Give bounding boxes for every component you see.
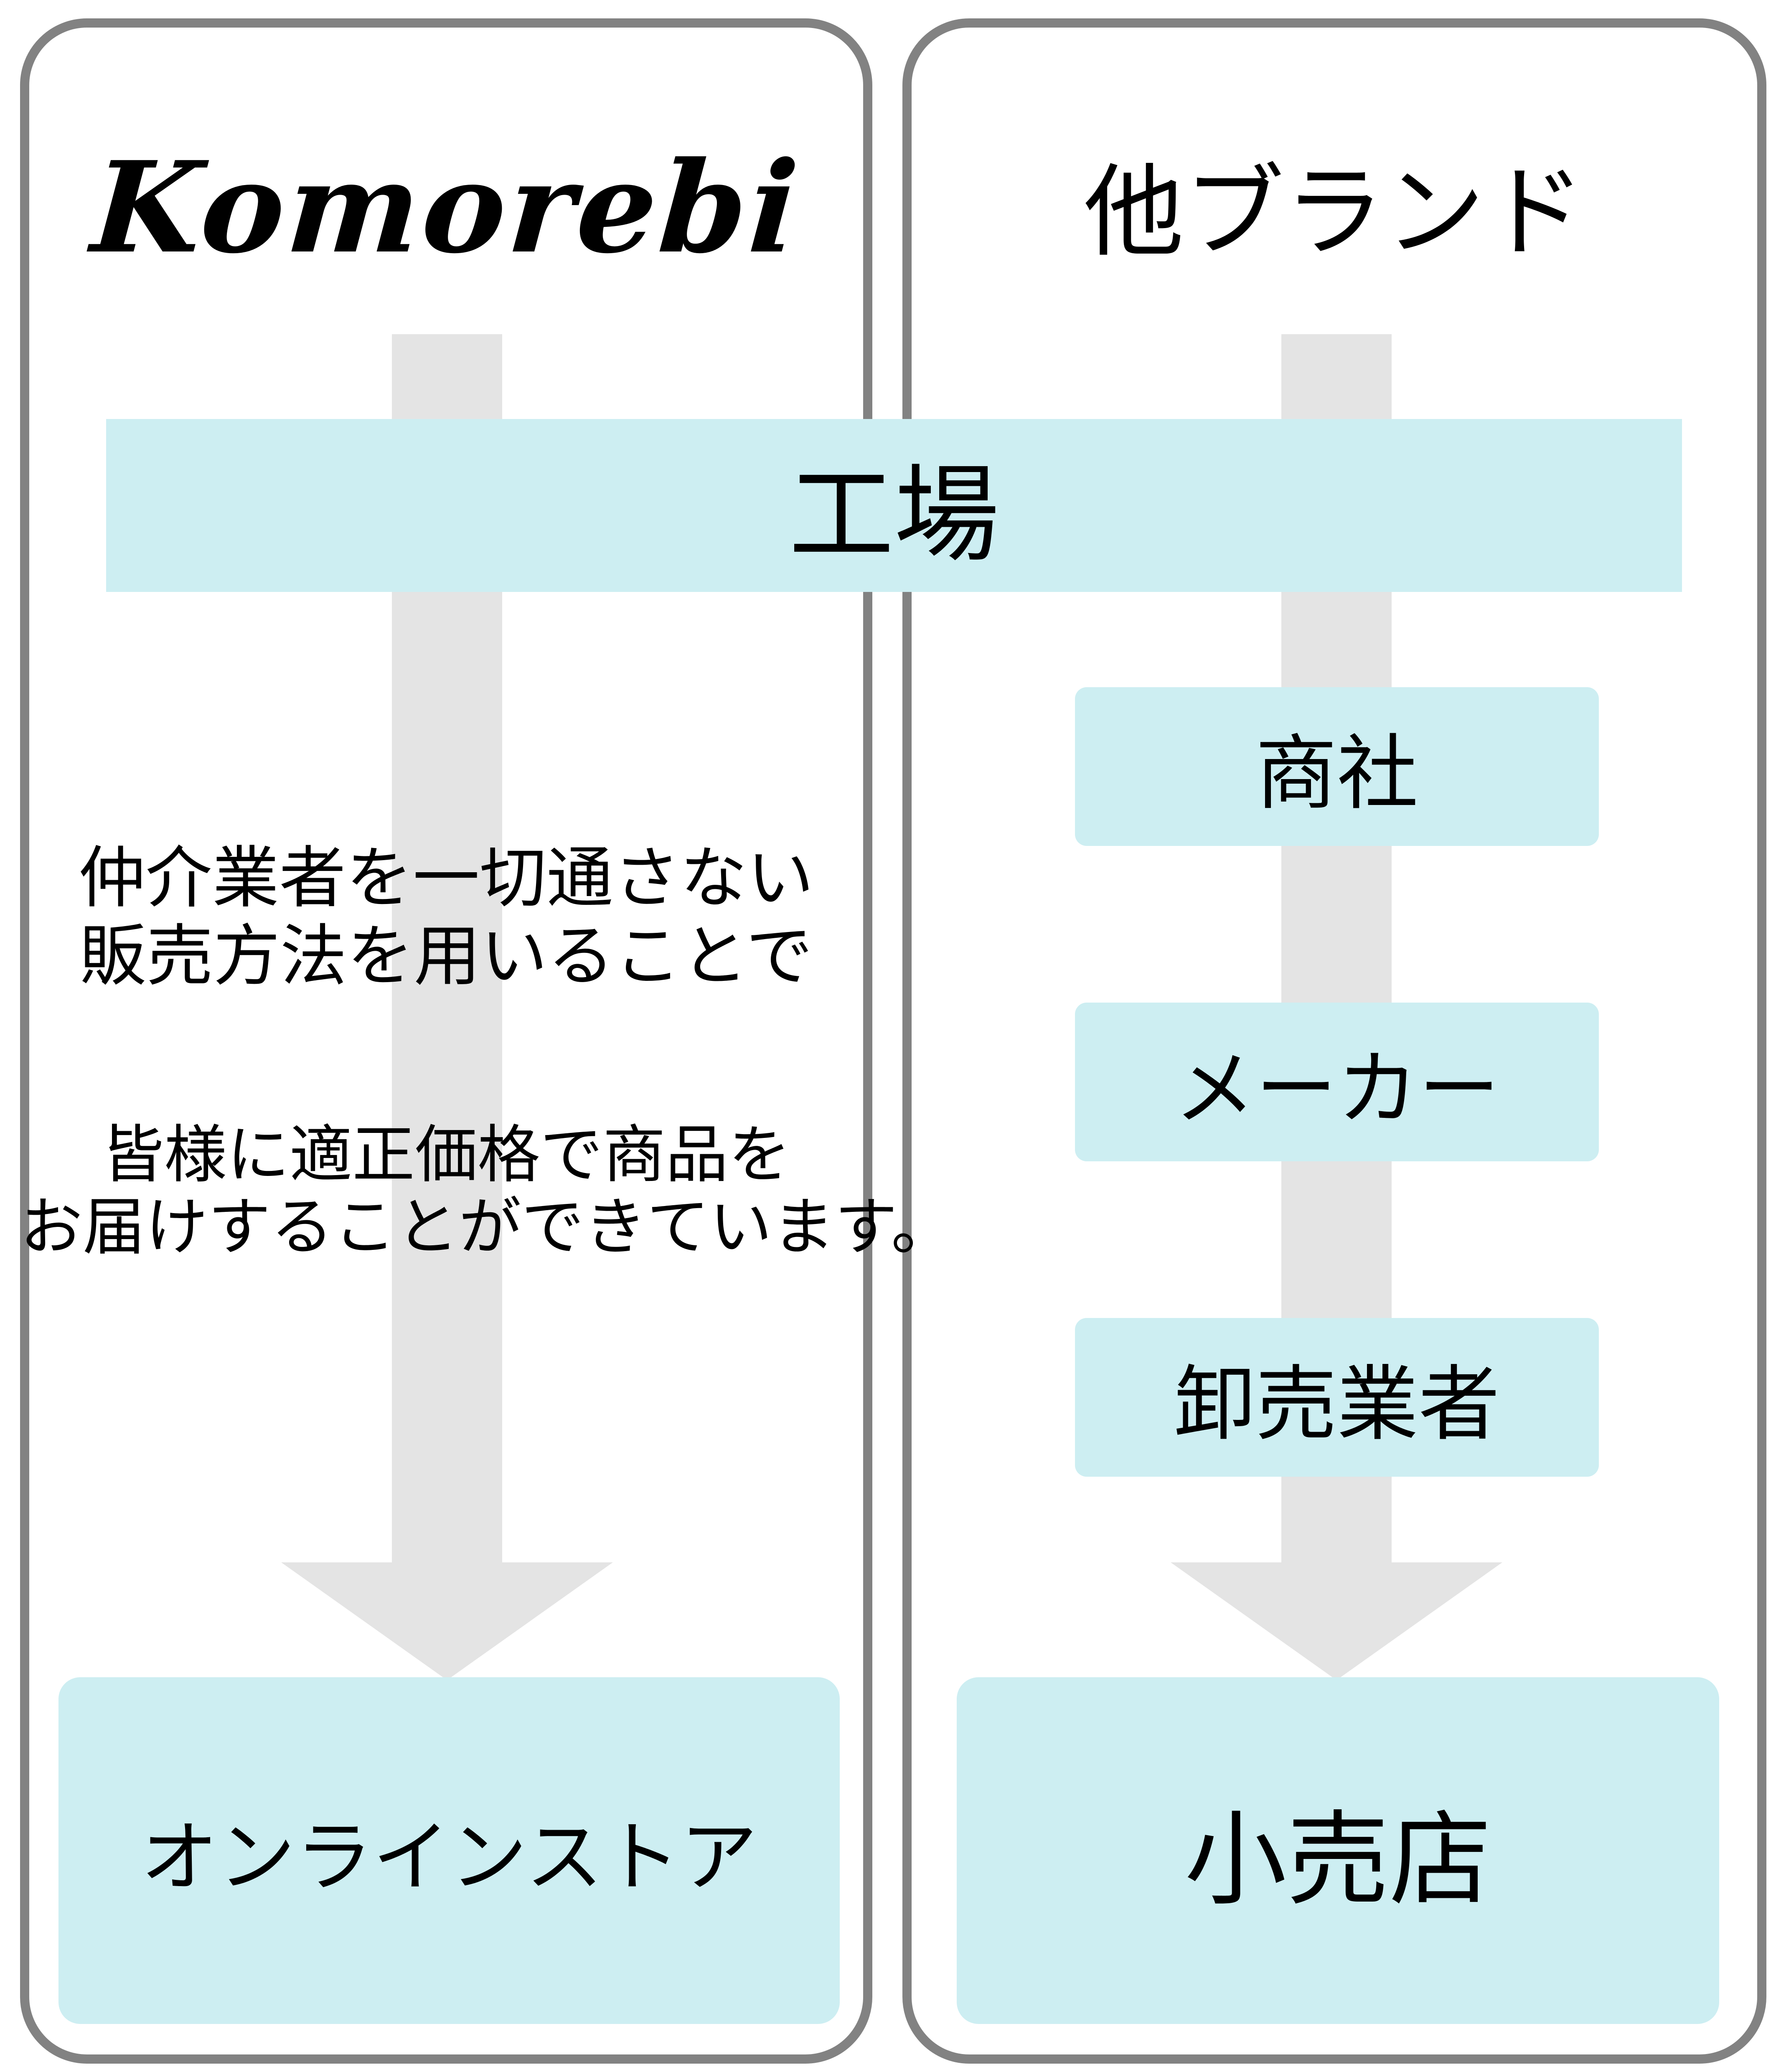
komorebi-note-1-line-1: 仲介業者を一切通さない — [78, 840, 814, 915]
step-box-manufacturer: メーカー — [1075, 1003, 1599, 1161]
step-box-wholesaler: 卸売業者 — [1075, 1318, 1599, 1477]
step-label-wholesaler: 卸売業者 — [1174, 1359, 1500, 1450]
factory-box: 工場 — [106, 419, 1682, 592]
komorebi-note-2-line-1: 皆様に適正価格で商品を — [101, 1120, 791, 1190]
down-arrow-head-other-icon — [1171, 1562, 1502, 1680]
destination-label-online-store: オンラインストア — [140, 1815, 758, 1901]
komorebi-note-2: 皆様に適正価格で商品を お届けすることができています。 — [20, 1119, 954, 1263]
destination-box-online-store: オンラインストア — [58, 1677, 840, 2024]
destination-label-retail-store: 小売店 — [1184, 1802, 1491, 1917]
komorebi-brand-logo: Komorebi — [87, 134, 805, 281]
komorebi-note-1: 仲介業者を一切通さない 販売方法を用いることで — [20, 839, 872, 995]
destination-box-retail-store: 小売店 — [957, 1677, 1719, 2024]
komorebi-note-2-line-2: お届けすることができています。 — [20, 1191, 954, 1262]
other-brands-title: 他ブランド — [1083, 156, 1585, 268]
factory-label: 工場 — [788, 456, 999, 574]
step-box-trading-company: 商社 — [1075, 687, 1599, 846]
step-label-trading-company: 商社 — [1255, 728, 1418, 819]
down-arrow-head-komorebi-icon — [281, 1562, 613, 1680]
step-label-manufacturer: メーカー — [1174, 1044, 1500, 1135]
komorebi-note-1-line-2: 販売方法を用いることで — [79, 919, 813, 994]
